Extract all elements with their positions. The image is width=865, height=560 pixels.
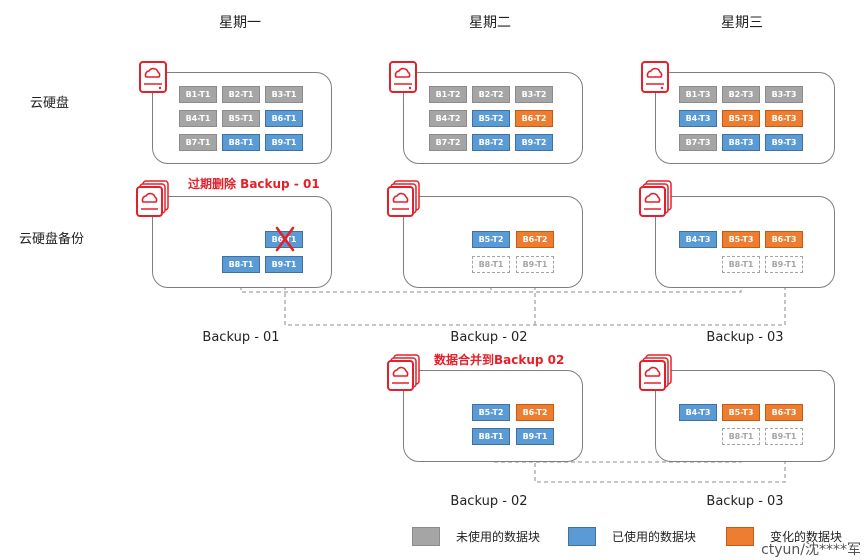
data-block: B8-T2 (472, 134, 510, 151)
data-block-reference: B9-T1 (765, 428, 803, 445)
header-tuesday: 星期二 (469, 15, 511, 31)
data-block: B6-T2 (516, 404, 554, 421)
merge-title: 数据合并到Backup 02 (434, 353, 565, 367)
legend-label-used: 已使用的数据块 (612, 530, 697, 544)
data-block: B9-T1 (265, 134, 303, 151)
legend-swatch-unused (412, 527, 440, 546)
row-label-disk: 云硬盘 (30, 96, 70, 111)
backup-caption-01: Backup - 01 (202, 330, 280, 345)
data-block: B9-T1 (516, 428, 554, 445)
data-block: B1-T3 (679, 86, 717, 103)
data-block: B5-T3 (722, 110, 760, 127)
data-block: B8-T3 (722, 134, 760, 151)
legend-swatch-changed (726, 527, 754, 546)
data-block: B7-T2 (429, 134, 467, 151)
expired-delete-title: 过期删除 Backup - 01 (188, 177, 320, 191)
data-block: B6-T2 (516, 231, 554, 248)
data-block: B3-T2 (515, 86, 553, 103)
legend-swatch-used (568, 527, 596, 546)
data-block: B7-T1 (179, 134, 217, 151)
data-block: B5-T2 (472, 110, 510, 127)
data-block: B3-T3 (765, 86, 803, 103)
backup-panel-01 (152, 196, 332, 288)
backup-caption-02: Backup - 02 (450, 330, 528, 345)
data-block: B6-T3 (765, 110, 803, 127)
cloud-disk-icon (389, 61, 417, 93)
data-block-reference: B8-T1 (722, 428, 760, 445)
data-block: B5-T3 (722, 231, 760, 248)
data-block: B4-T1 (179, 110, 217, 127)
cloud-disk-icon (139, 61, 167, 93)
cloud-backup-icon (387, 180, 420, 217)
data-block: B4-T3 (679, 404, 717, 421)
data-block: B4-T2 (429, 110, 467, 127)
merged-caption-02: Backup - 02 (450, 494, 528, 509)
legend-label-unused: 未使用的数据块 (456, 530, 541, 544)
data-block: B8-T1 (472, 428, 510, 445)
legend-label-changed: 变化的数据块 (770, 530, 843, 544)
data-block-reference: B8-T1 (722, 256, 760, 273)
data-block: B4-T3 (679, 231, 717, 248)
data-block: B5-T1 (222, 110, 260, 127)
data-block: B5-T2 (472, 231, 510, 248)
header-monday: 星期一 (219, 15, 261, 31)
row-label-backup: 云硬盘备份 (19, 232, 85, 247)
data-block: B6-T1 (265, 110, 303, 127)
data-block-reference: B9-T1 (765, 256, 803, 273)
watermark: ctyun/沈****军 (761, 542, 861, 558)
data-block-reference: B8-T1 (472, 256, 510, 273)
cloud-backup-icon (639, 354, 672, 391)
backup-caption-03: Backup - 03 (706, 330, 784, 345)
data-block: B2-T1 (222, 86, 260, 103)
data-block: B1-T2 (429, 86, 467, 103)
cloud-backup-icon (136, 180, 169, 217)
cloud-backup-icon (639, 180, 672, 217)
data-block: B8-T1 (222, 256, 260, 273)
data-block: B6-T2 (515, 110, 553, 127)
data-block: B1-T1 (179, 86, 217, 103)
data-block: B2-T2 (472, 86, 510, 103)
data-block: B9-T3 (765, 134, 803, 151)
data-block: B9-T1 (265, 256, 303, 273)
merged-caption-03: Backup - 03 (706, 494, 784, 509)
data-block: B4-T3 (679, 110, 717, 127)
header-wednesday: 星期三 (721, 15, 763, 31)
data-block: B6-T3 (765, 404, 803, 421)
data-block: B8-T1 (222, 134, 260, 151)
data-block: B3-T1 (265, 86, 303, 103)
data-block: B2-T3 (722, 86, 760, 103)
cloud-disk-icon (641, 61, 669, 93)
cloud-backup-icon (387, 354, 420, 391)
data-block: B7-T3 (679, 134, 717, 151)
data-block: B5-T3 (722, 404, 760, 421)
data-block: B5-T2 (472, 404, 510, 421)
data-block-reference: B9-T1 (516, 256, 554, 273)
data-block: B6-T3 (765, 231, 803, 248)
data-block: B9-T2 (515, 134, 553, 151)
delete-cross-icon (275, 226, 295, 252)
